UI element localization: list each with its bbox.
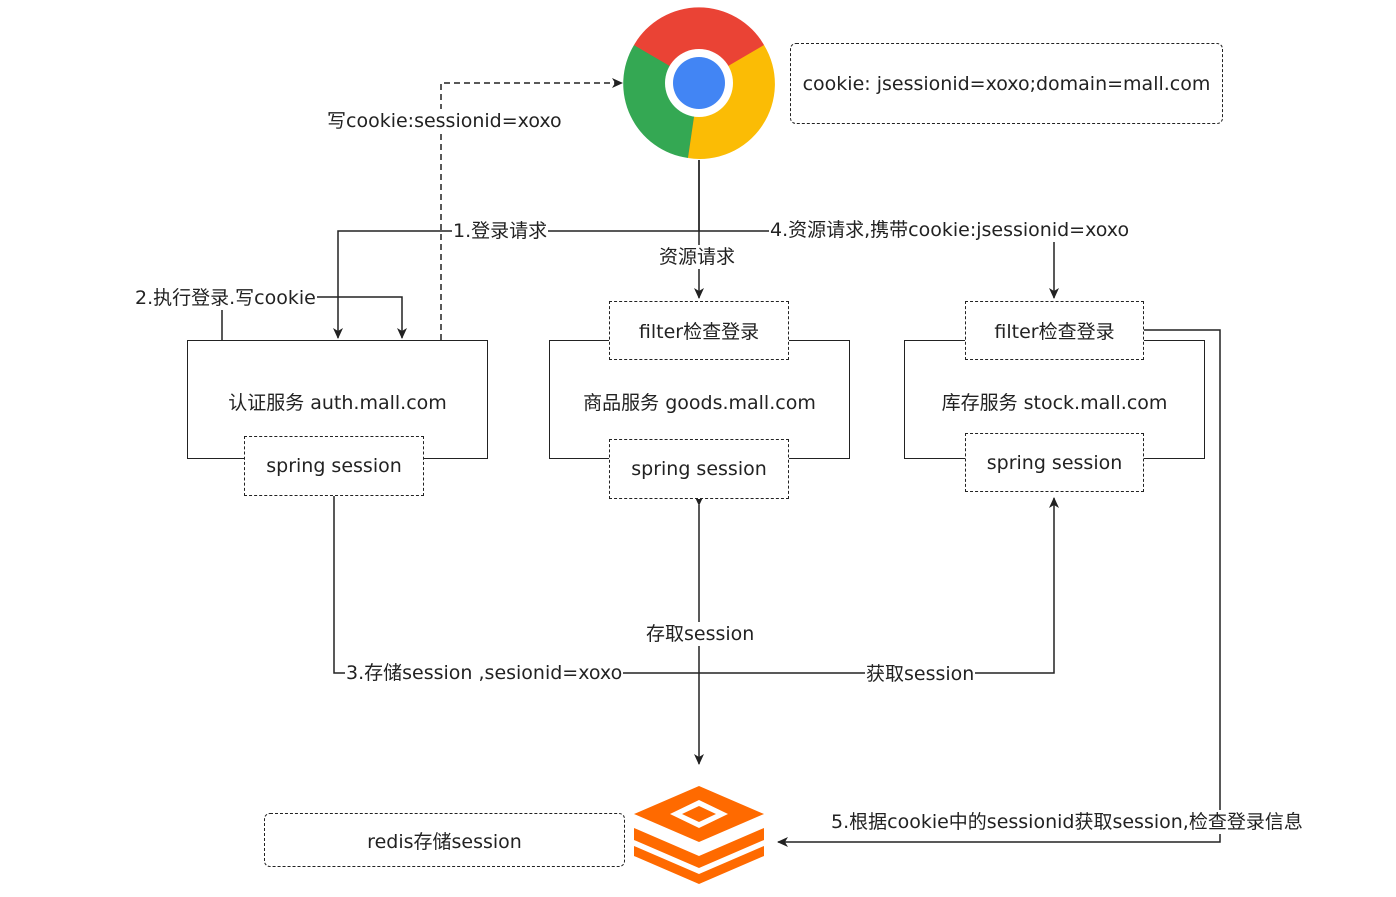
goods-service-name: 商品服务 goods.mall.com — [583, 392, 816, 414]
label-resource-request-cookie: 4.资源请求,携带cookie:jsessionid=xoxo — [769, 218, 1131, 242]
goods-spring-session-label: spring session — [631, 458, 767, 480]
label-check-session: 5.根据cookie中的sessionid获取session,检查登录信息 — [830, 810, 1304, 834]
browser-cookie-note: cookie: jsessionid=xoxo;domain=mall.com — [790, 43, 1223, 124]
auth-service-name: 认证服务 auth.mall.com — [228, 392, 447, 414]
redis-note: redis存储session — [264, 813, 625, 867]
label-store-session: 3.存储session ,sesionid=xoxo — [345, 661, 624, 685]
label-access-session: 存取session — [645, 622, 756, 646]
edge-write-cookie — [440, 78, 623, 340]
stock-filter-label: filter检查登录 — [994, 321, 1115, 343]
stock-spring-session-label: spring session — [986, 451, 1123, 474]
goods-filter: filter检查登录 — [609, 301, 789, 360]
stock-spring-session: spring session — [965, 433, 1144, 492]
label-login-request: 1.登录请求 — [452, 219, 549, 243]
redis-icon — [634, 786, 764, 884]
stock-service-name: 库存服务 stock.mall.com — [941, 392, 1168, 414]
label-get-session: 获取session — [865, 662, 976, 686]
label-resource-request-mid: 资源请求 — [658, 245, 737, 269]
label-write-cookie: 写cookie:sessionid=xoxo — [326, 109, 563, 133]
stock-filter: filter检查登录 — [965, 301, 1144, 360]
browser-cookie-text: cookie: jsessionid=xoxo;domain=mall.com — [802, 72, 1211, 95]
goods-filter-label: filter检查登录 — [638, 321, 760, 343]
auth-spring-session-label: spring session — [266, 455, 402, 477]
auth-spring-session: spring session — [244, 436, 424, 496]
goods-spring-session: spring session — [609, 439, 789, 499]
redis-note-text: redis存储session — [367, 830, 522, 853]
label-exec-login: 2.执行登录.写cookie — [134, 286, 317, 310]
edge-store-session — [333, 496, 699, 674]
edge-check-session — [777, 329, 1221, 847]
chrome-icon — [623, 7, 775, 159]
edge-get-session — [699, 497, 1059, 674]
